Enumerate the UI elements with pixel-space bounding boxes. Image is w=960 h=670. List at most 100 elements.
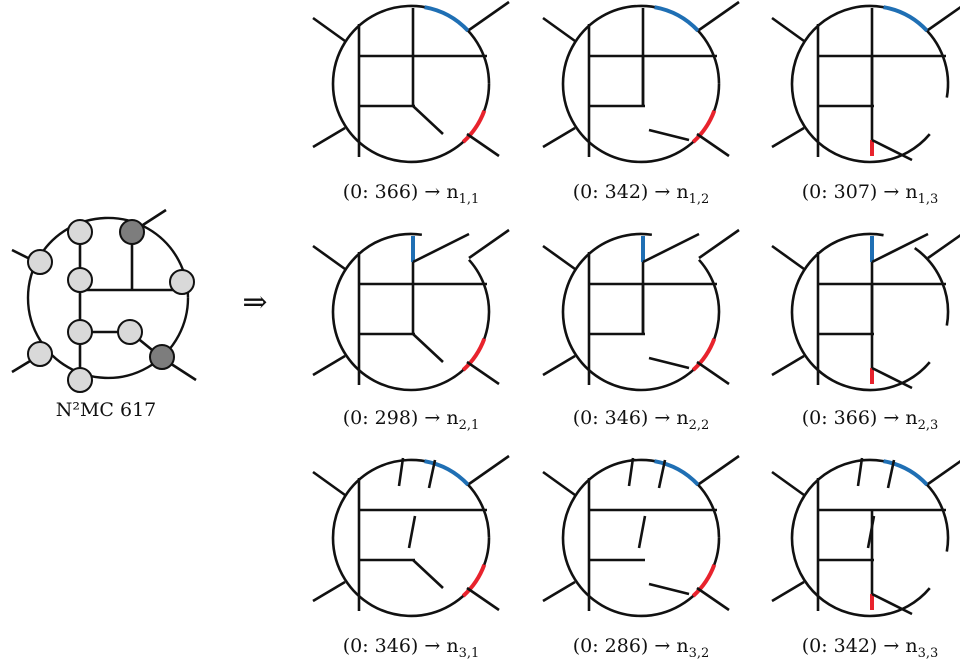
inner-edge: [648, 128, 690, 142]
external-leg: [771, 354, 805, 377]
outer-arc: [790, 458, 931, 618]
external-leg: [696, 360, 730, 386]
vertex: [67, 267, 93, 293]
external-leg: [871, 592, 913, 616]
cut-label-text: (0: 346) → n: [343, 635, 459, 657]
vertex: [117, 319, 143, 345]
external-leg: [771, 244, 805, 271]
inner-edge: [856, 457, 864, 487]
external-leg: [312, 580, 346, 603]
external-leg: [642, 232, 700, 264]
outer-arc: [790, 232, 931, 392]
cut-diagram-n33: [771, 457, 960, 618]
external-leg: [542, 244, 576, 271]
cut-label-subscript: 2,1: [459, 418, 480, 433]
cut-label-n31: (0: 346) → n3,1: [343, 635, 480, 661]
external-leg: [771, 126, 805, 149]
external-leg: [927, 6, 960, 32]
implies-arrow: ⇒: [242, 285, 267, 320]
external-leg: [871, 232, 929, 264]
red-arc: [461, 563, 487, 598]
external-leg: [466, 586, 500, 612]
cut-label-subscript: 1,1: [459, 192, 480, 207]
external-leg: [468, 228, 510, 260]
external-leg: [698, 454, 740, 486]
source-graph-label: N²MC 617: [56, 399, 157, 421]
inner-edge: [657, 459, 667, 489]
external-leg: [542, 126, 576, 149]
external-leg: [542, 470, 576, 497]
cut-label-n32: (0: 286) → n3,2: [573, 635, 710, 661]
cut-label-text: (0: 366) → n: [802, 407, 918, 429]
red-arc: [461, 337, 487, 372]
cut-diagram-n22: [542, 228, 740, 392]
external-leg: [771, 16, 805, 43]
external-leg: [696, 586, 730, 612]
cut-label-n21: (0: 298) → n2,1: [343, 407, 480, 433]
blue-arc: [424, 5, 470, 33]
inner-edge: [412, 559, 444, 589]
inner-edge: [648, 582, 690, 596]
source-graph: [11, 208, 197, 393]
marked-vertex: [119, 219, 145, 245]
external-leg: [871, 366, 913, 390]
red-arc: [461, 109, 487, 144]
external-leg: [312, 354, 346, 377]
cut-diagram-n21: [312, 228, 510, 392]
cut-label-n22: (0: 346) → n2,2: [573, 407, 710, 433]
outer-arc: [919, 23, 950, 98]
outer-arc: [919, 477, 950, 552]
cut-diagram-n23: [771, 232, 960, 392]
inner-edge: [627, 457, 635, 487]
external-leg: [927, 234, 960, 260]
cut-label-text: (0: 346) → n: [573, 407, 689, 429]
external-leg: [696, 132, 730, 158]
cut-label-subscript: 3,3: [918, 646, 939, 661]
inner-edge: [886, 459, 896, 489]
cut-label-subscript: 2,2: [689, 418, 710, 433]
blue-arc: [654, 459, 700, 487]
cut-label-n13: (0: 307) → n1,3: [802, 181, 939, 207]
external-leg: [312, 126, 346, 149]
external-leg: [466, 132, 500, 158]
cut-label-text: (0: 307) → n: [802, 181, 918, 203]
external-leg: [312, 16, 346, 43]
external-leg: [771, 470, 805, 497]
vertex: [67, 319, 93, 345]
external-leg: [698, 0, 740, 32]
blue-arc: [883, 459, 929, 487]
cut-diagram-n32: [542, 454, 740, 618]
cut-label-text: (0: 342) → n: [573, 181, 689, 203]
cut-diagram-n13: [771, 4, 960, 164]
inner-edge: [412, 105, 444, 135]
vertex: [67, 219, 93, 245]
vertex: [169, 269, 195, 295]
cut-grid: (0: 366) → n1,1(0: 342) → n1,2(0: 307) →…: [312, 0, 960, 661]
cut-label-text: (0: 342) → n: [802, 635, 918, 657]
cut-diagram-n11: [312, 0, 510, 164]
cut-label-subscript: 3,1: [459, 646, 480, 661]
vertex: [27, 341, 53, 367]
red-arc: [691, 563, 717, 598]
inner-edge: [397, 457, 405, 487]
cut-label-text: (0: 286) → n: [573, 635, 689, 657]
external-leg: [871, 138, 913, 162]
cut-label-subscript: 2,3: [918, 418, 939, 433]
external-leg: [312, 244, 346, 271]
vertex: [67, 367, 93, 393]
external-leg: [468, 0, 510, 32]
external-leg: [927, 460, 960, 486]
vertex: [27, 249, 53, 275]
red-arc: [691, 109, 717, 144]
inner-edge: [637, 515, 647, 549]
external-leg: [466, 360, 500, 386]
outer-arc: [790, 4, 931, 164]
cut-label-subscript: 1,3: [918, 192, 939, 207]
external-leg: [771, 580, 805, 603]
blue-arc: [883, 5, 929, 33]
marked-vertex: [149, 344, 175, 370]
cut-label-n23: (0: 366) → n2,3: [802, 407, 939, 433]
blue-arc: [424, 459, 470, 487]
